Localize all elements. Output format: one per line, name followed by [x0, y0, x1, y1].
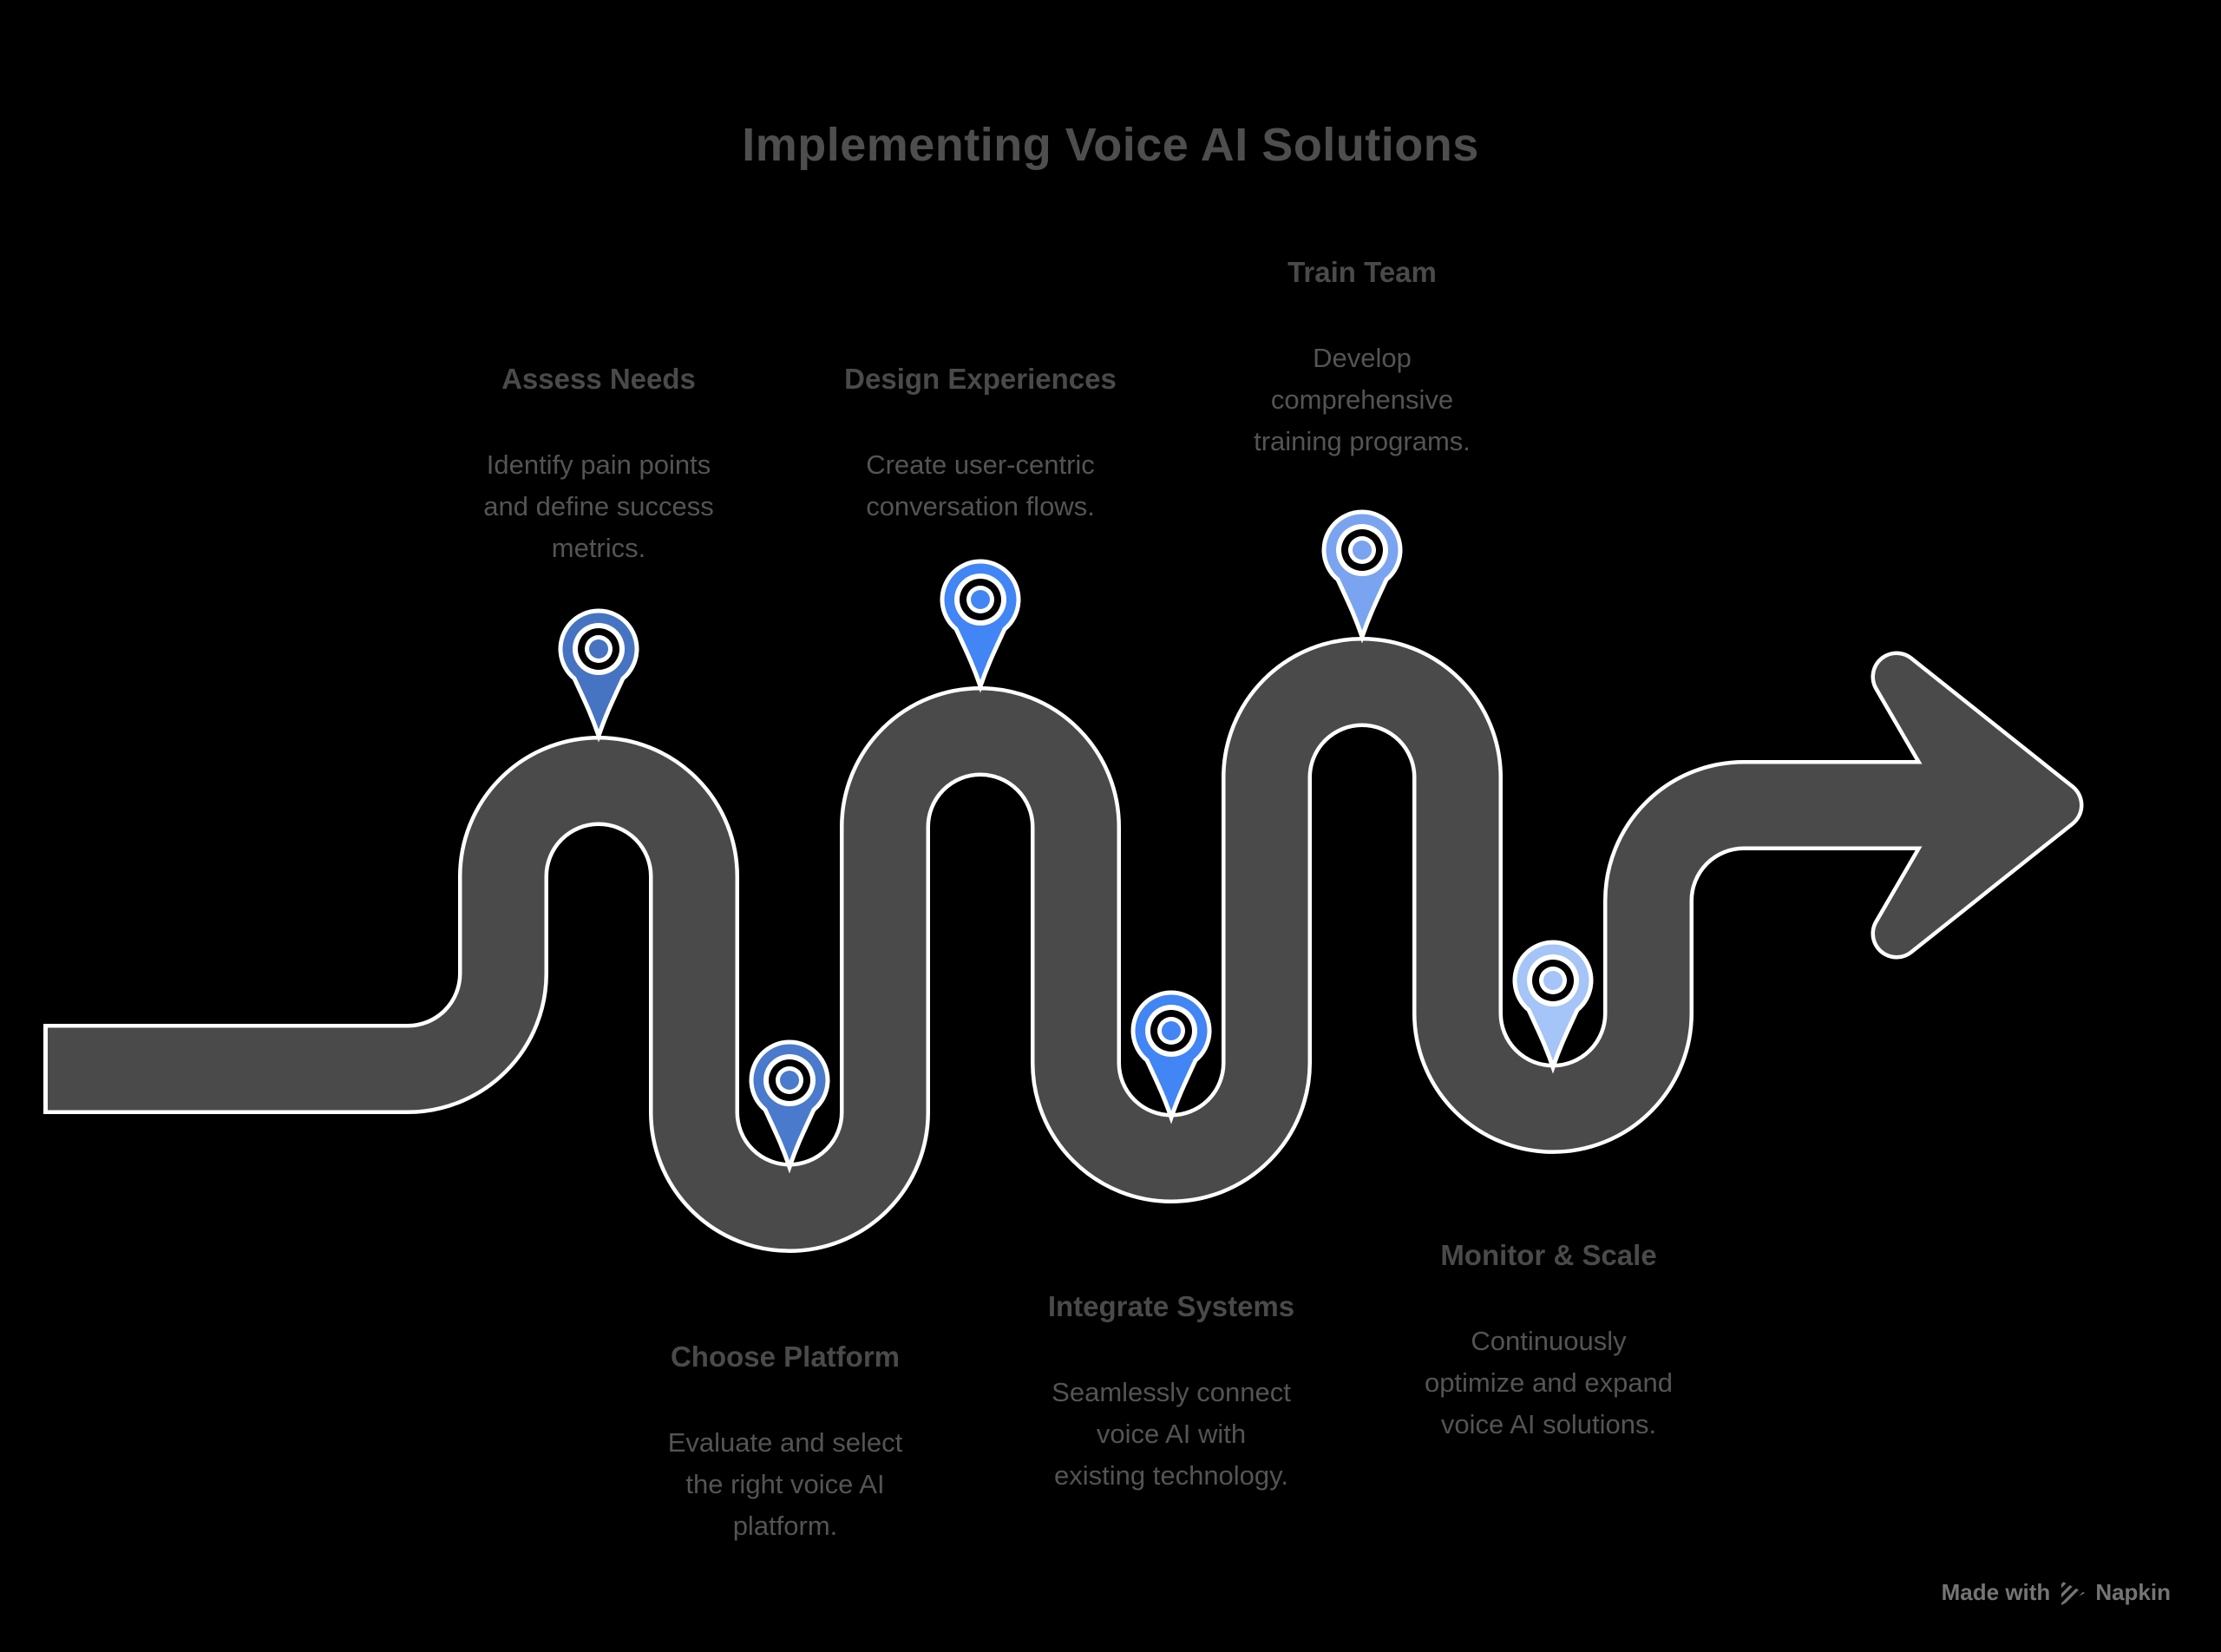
- step-description: Continuously optimize and expand voice A…: [1424, 1326, 1674, 1439]
- watermark-brand: Napkin: [2095, 1579, 2171, 1605]
- napkin-logo-icon: [2061, 1580, 2086, 1605]
- pin-center-dot: [1543, 971, 1563, 990]
- step-block-choose-platform: Choose Platform Evaluate and select the …: [577, 1341, 993, 1547]
- road-path: [48, 640, 1956, 1249]
- map-pin-assess-needs: [558, 608, 639, 743]
- pin-center-dot: [971, 590, 990, 609]
- page-title: Implementing Voice AI Solutions: [742, 119, 1479, 171]
- map-pin-train-team: [1321, 509, 1403, 644]
- map-pin-choose-platform: [749, 1039, 830, 1174]
- step-description: Seamlessly connect voice AI with existin…: [1052, 1377, 1291, 1491]
- pin-center-dot: [1353, 541, 1372, 560]
- step-heading: Assess Needs: [501, 363, 696, 395]
- map-pin-integrate-systems: [1130, 990, 1212, 1124]
- step-heading: Design Experiences: [844, 363, 1117, 395]
- step-heading: Integrate Systems: [1047, 1290, 1295, 1322]
- watermark-made-with: Made with: [1941, 1579, 2051, 1605]
- step-block-train-team: Train Team Develop comprehensive trainin…: [1154, 256, 1570, 462]
- step-description: Evaluate and select the right voice AI p…: [667, 1427, 903, 1541]
- step-block-monitor-scale: Monitor & Scale Continuously optimize an…: [1340, 1239, 1757, 1446]
- step-description: Create user-centric conversation flows.: [866, 449, 1095, 521]
- pin-center-dot: [589, 639, 608, 659]
- step-heading: Choose Platform: [670, 1341, 901, 1373]
- pin-center-dot: [1162, 1021, 1181, 1040]
- step-block-integrate-systems: Integrate Systems Seamlessly connect voi…: [963, 1290, 1379, 1497]
- step-heading: Monitor & Scale: [1440, 1239, 1657, 1271]
- watermark: Made with Napkin: [1942, 1579, 2171, 1606]
- step-block-assess-needs: Assess Needs Identify pain points and de…: [390, 363, 807, 569]
- step-block-design-experiences: Design Experiences Create user-centric c…: [772, 363, 1189, 528]
- step-heading: Train Team: [1287, 256, 1437, 288]
- map-pin-monitor-scale: [1512, 940, 1594, 1074]
- pin-center-dot: [780, 1071, 799, 1090]
- arrowhead-icon: [1875, 655, 2080, 955]
- map-pin-design-experiences: [940, 559, 1021, 693]
- step-description: Develop comprehensive training programs.: [1254, 343, 1471, 456]
- step-description: Identify pain points and define success …: [483, 449, 714, 563]
